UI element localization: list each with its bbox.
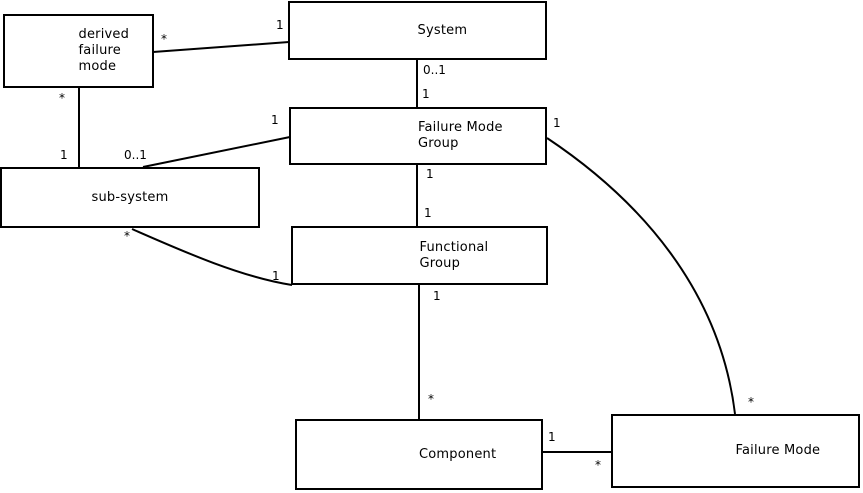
multiplicity-failure-mode-group-functional-group-one-top: 1 [426, 167, 434, 181]
multiplicity-sub-system-functional-group-one: 1 [272, 269, 280, 283]
connector-sub-system-failure-mode-group [142, 136, 291, 168]
node-component: Component [295, 419, 543, 490]
multiplicity-sub-system-failure-mode-group-zero-one: 0..1 [124, 148, 147, 162]
connector-derived-failure-mode-system [152, 41, 290, 53]
node-failure-mode-label: Failure Mode [735, 443, 821, 458]
multiplicity-system-failure-mode-group-zero-one: 0..1 [423, 63, 446, 77]
multiplicity-derived-failure-mode-system-one: 1 [276, 18, 284, 32]
multiplicity-functional-group-component-one: 1 [433, 289, 441, 303]
multiplicity-component-failure-mode-star: * [595, 458, 601, 472]
node-system-label: System [417, 22, 468, 38]
multiplicity-system-failure-mode-group-one: 1 [422, 87, 430, 101]
multiplicity-failure-mode-group-failure-mode-one: 1 [553, 116, 561, 130]
node-failure-mode-group: Failure Mode Group [289, 107, 547, 165]
node-sub-system: sub-system [0, 167, 260, 228]
node-component-label: Component [419, 446, 497, 462]
connector-failure-mode-group-failure-mode-curve [546, 137, 736, 415]
node-failure-mode-group-label: Failure Mode Group [418, 120, 503, 151]
multiplicity-sub-system-functional-group-star: * [124, 229, 130, 243]
node-derived-failure-mode-label: derived failure mode [78, 27, 130, 74]
multiplicity-sub-system-failure-mode-group-one: 1 [271, 113, 279, 127]
multiplicity-derived-failure-mode-sub-system-one: 1 [60, 148, 68, 162]
connector-sub-system-functional-group-curve [131, 228, 293, 286]
multiplicity-failure-mode-group-failure-mode-star: * [748, 395, 754, 409]
node-functional-group-label: Functional Group [419, 239, 489, 271]
multiplicity-functional-group-component-star: * [428, 392, 434, 406]
multiplicity-derived-failure-mode-system-star: * [161, 32, 167, 46]
node-functional-group: Functional Group [291, 226, 548, 285]
node-derived-failure-mode: derived failure mode [3, 14, 154, 88]
node-system: System [288, 1, 547, 60]
node-sub-system-label: sub-system [91, 189, 169, 205]
node-failure-mode: Failure Mode [611, 414, 860, 488]
multiplicity-derived-failure-mode-sub-system-star: * [59, 91, 65, 105]
multiplicity-component-failure-mode-one: 1 [548, 430, 556, 444]
multiplicity-failure-mode-group-functional-group-one-bottom: 1 [424, 206, 432, 220]
